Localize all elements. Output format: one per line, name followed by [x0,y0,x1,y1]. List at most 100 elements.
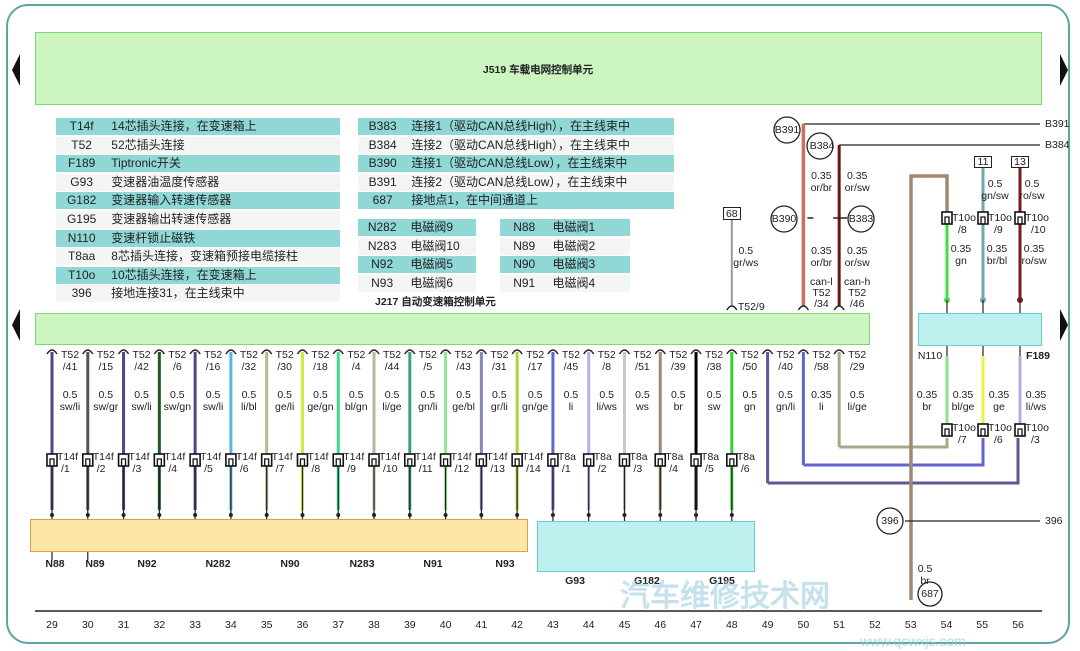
legend-code: N88 [513,220,536,234]
pin-connector-icon [439,349,452,355]
plug-connector-icon [85,458,91,466]
pin-conn-label: T52 [347,349,366,361]
legend-code: B383 [368,119,397,133]
connector-label: T10o [1025,422,1049,434]
gauge: 0.5 [917,563,933,575]
pin-connector-icon [225,349,237,355]
plug-connector-icon [189,453,201,467]
connector-pin-label: /4 [669,463,679,475]
can-gauge: 0.35 [811,245,832,257]
connector-label: T10o [952,422,976,434]
plug-connector-icon [228,458,234,466]
connector-pin-label: /1 [61,463,70,475]
gauge: 0.35 [1023,243,1045,255]
plug-connector-icon [1014,423,1026,437]
can-color: or/br [810,182,833,194]
scroll-right-arrow-icon [1060,54,1068,86]
can-pin: /34 [814,298,829,310]
pin-connector-icon [475,349,487,355]
j519-control-unit [35,32,1042,105]
pin-number-label: /44 [384,361,400,373]
ground-687-junction [917,581,943,607]
sensor-label-G93: G93 [565,575,585,587]
legend-code: T8aa [67,249,96,264]
connector-pin-label: /1 [561,463,571,475]
pin-connector-icon [404,349,416,355]
legend-text: 电磁阀2 [552,238,596,253]
can-h-label: can-h [844,276,871,288]
wire-gauge-label: 0.35 [811,389,832,401]
connector-pin-label: /11 [418,463,433,475]
valve-label-N90: N90 [280,558,300,570]
wire-color-label: bl/gn [344,401,368,413]
legend-code: B384 [368,137,397,152]
color-code: ge [993,401,1005,413]
pin-connector-icon [583,349,595,355]
pin-number-label: /39 [670,361,686,373]
ground-687-label: 687 [921,588,939,600]
plug-connector-icon [514,458,520,466]
legend-text: 电磁阀3 [552,257,596,272]
wire-gauge-label: 0.5 [205,389,221,401]
pin-number-label: /18 [313,361,328,373]
pin-number-label: /43 [456,361,471,373]
valve-label-N283: N283 [349,558,375,570]
scale-number: 46 [654,619,667,631]
pin-connector-icon [332,349,344,355]
connector-label: T14f [57,451,79,463]
scale-number: 35 [260,619,273,631]
pin-conn-label: T52 [633,349,652,361]
plug-connector-icon [117,453,130,467]
plug-connector-icon [371,458,377,466]
plug-connector-icon [980,216,986,224]
pin-conn-label: T52 [311,349,330,361]
legend-code: T52 [71,137,92,152]
b384-label: B384 [809,140,835,152]
connector-label: T8a [629,451,648,463]
pin-connector-icon [296,349,309,355]
color-code: li/ws [1025,401,1047,413]
wire-color-label: sw [707,401,721,413]
connector-label: T14f [414,451,436,463]
scroll-left-arrow-icon [12,309,20,341]
plug-connector-icon [46,453,58,467]
plug-connector-icon [944,216,950,224]
wire-gauge-label: 0.5 [527,389,543,401]
legend-code: F189 [67,156,96,171]
wire-gauge-label: 0.5 [348,389,364,401]
pin-number-label: /45 [563,361,579,373]
plug-connector-icon [547,453,559,467]
gauge: 0.5 [987,178,1003,190]
pin-connector-icon [189,349,201,355]
plug-connector-icon [368,453,380,467]
pin-connector-icon [726,305,738,311]
wire-gauge-label: 0.5 [456,389,471,401]
wire-gauge-label: 0.5 [241,389,257,401]
legend-text: 电磁阀4 [552,275,596,290]
gauge: 0.35 [916,389,938,401]
plug-connector-icon [1017,428,1023,436]
pin-conn-label: T52 [490,349,509,361]
b390-label: B390 [771,213,797,225]
pin-conn-label: T52 [418,349,437,361]
legend-text: 电磁阀6 [410,275,453,290]
scale-number: 53 [904,619,917,631]
pin-number-label: /8 [602,361,612,373]
legend-code: N90 [513,257,536,272]
plug-connector-icon [550,458,556,466]
valve-label-N282: N282 [205,558,231,570]
plug-connector-icon [729,458,735,466]
solenoid-valve-group [30,519,528,552]
plug-connector-icon [120,458,127,466]
plug-connector-icon [511,453,523,467]
wire-color-label: gn/ge [521,401,549,413]
wire-color-label: li/ws [596,401,617,413]
legend-code: T14f [69,119,94,133]
valve-label-N88: N88 [45,558,65,570]
watermark-url: www.qcwxjs.com [860,633,966,649]
can-gauge: 0.35 [846,170,868,182]
legend-code: 396 [71,286,92,301]
